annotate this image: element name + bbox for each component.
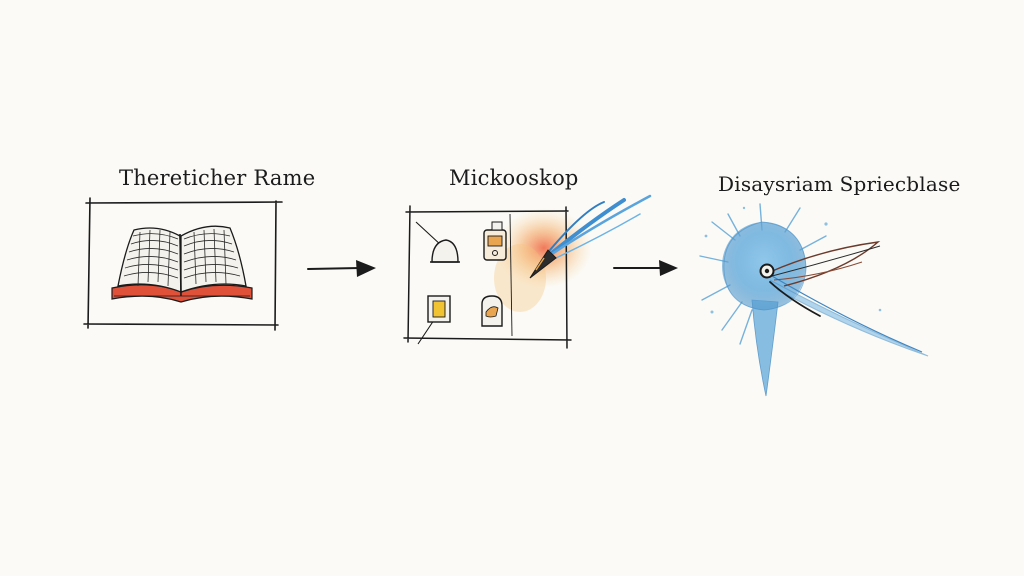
device-icon: [483, 221, 507, 261]
arrow-right-2: [613, 260, 678, 276]
step-2-label: Mickooskop: [449, 166, 579, 190]
step-1-label: Thereticher Rame: [119, 166, 316, 190]
brush-icon: [529, 194, 652, 279]
arrow-right-1: [307, 260, 376, 277]
lamp-icon: [430, 239, 460, 263]
step-3-label: Disaysriam Spriecblase: [718, 172, 961, 196]
ink-splash-icon: [699, 203, 929, 397]
step-1-panel: [83, 197, 283, 331]
flask-icon: [481, 295, 503, 327]
step-2-panel: [403, 205, 592, 349]
open-book-icon: [111, 225, 253, 303]
framed-picture-icon: [427, 295, 451, 323]
